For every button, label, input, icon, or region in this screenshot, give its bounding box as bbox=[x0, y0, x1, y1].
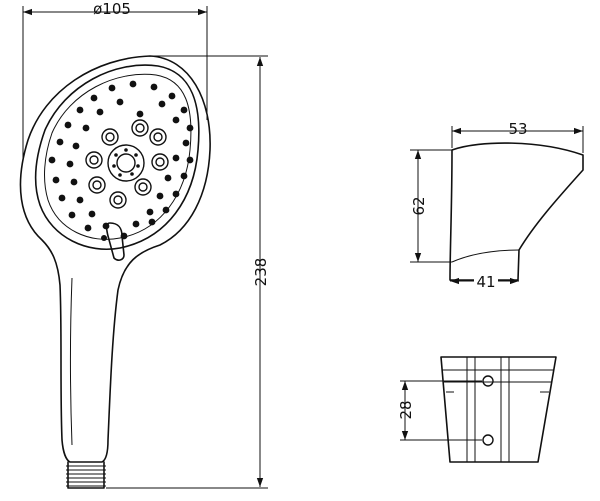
dimension-holder-front-height: 28 bbox=[397, 380, 482, 441]
hand-shower-outline bbox=[19, 55, 211, 463]
label-holder-height: 62 bbox=[410, 196, 428, 215]
label-holder-front-height: 28 bbox=[397, 400, 415, 419]
handle-highlight bbox=[70, 277, 73, 446]
dimension-holder-bottom-width: 41 bbox=[450, 273, 519, 291]
center-nozzle bbox=[107, 144, 145, 182]
nozzle-rings bbox=[85, 119, 169, 209]
holder-side-seat bbox=[451, 249, 520, 263]
dimension-holder-top-width: 53 bbox=[451, 120, 584, 153]
mode-selector-lever bbox=[105, 222, 125, 261]
dimension-head-diameter: ø105 bbox=[22, 0, 208, 158]
label-head-diameter: ø105 bbox=[93, 0, 131, 18]
label-total-length: 238 bbox=[252, 258, 270, 287]
hand-shower bbox=[19, 55, 211, 489]
spray-face-outline bbox=[34, 64, 200, 250]
holder-front-outline bbox=[440, 356, 557, 463]
threaded-connector bbox=[66, 461, 106, 489]
mounting-hole-top bbox=[482, 375, 494, 387]
spray-face-inner-ring bbox=[44, 73, 192, 240]
holder-side-view bbox=[449, 142, 584, 281]
mounting-hole-bottom bbox=[482, 434, 494, 446]
holder-front-view bbox=[440, 356, 557, 463]
label-holder-bottom-width: 41 bbox=[476, 273, 495, 291]
holder-side-outline bbox=[449, 142, 584, 281]
dimension-holder-height: 62 bbox=[410, 149, 452, 263]
label-holder-top-width: 53 bbox=[508, 120, 527, 138]
spray-holes bbox=[48, 80, 194, 241]
dimension-total-length: 238 bbox=[106, 55, 270, 489]
